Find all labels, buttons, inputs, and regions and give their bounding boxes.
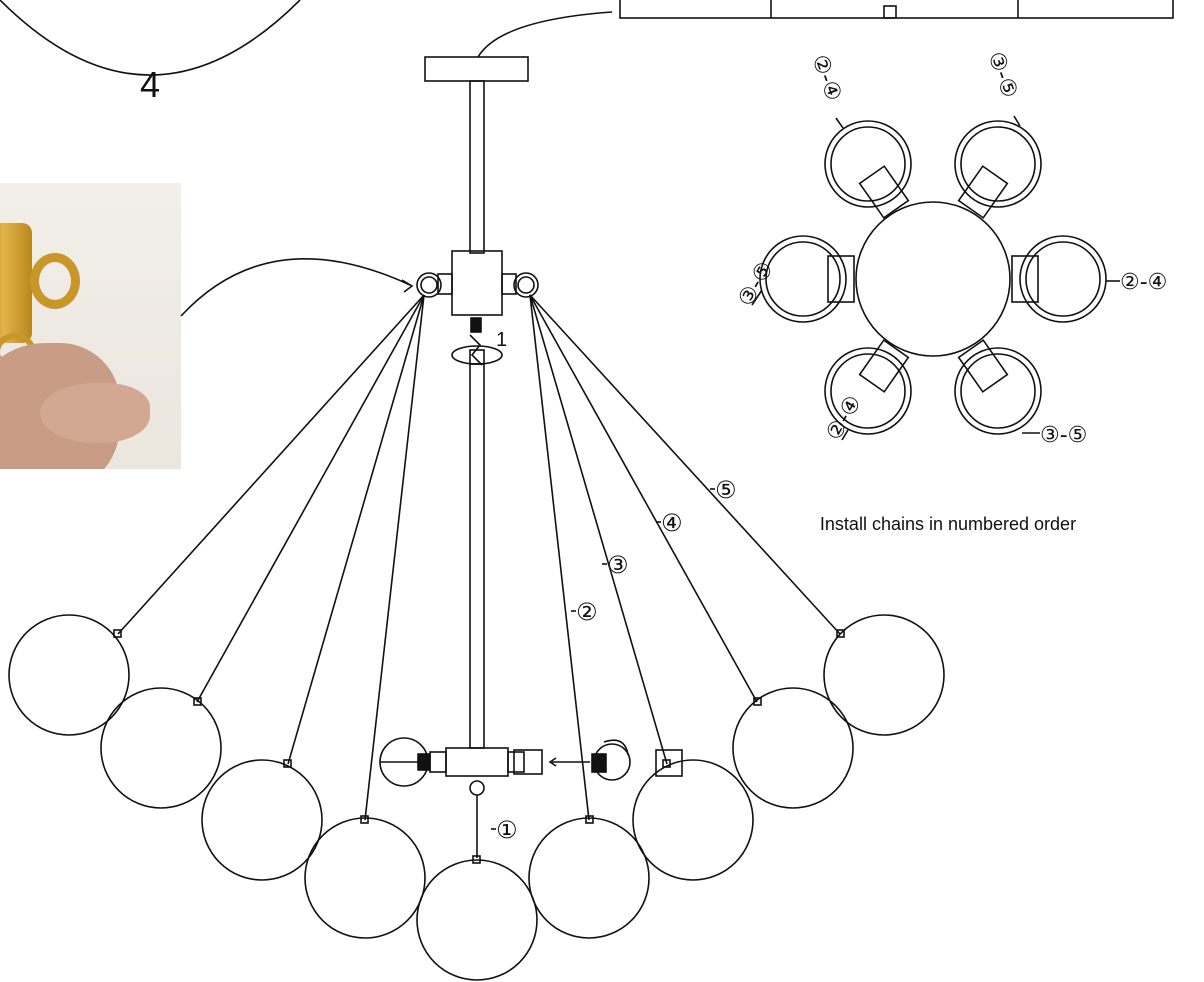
previous-step-circle xyxy=(0,0,301,76)
globe-right-4 xyxy=(732,687,854,809)
chain-label-2: ② xyxy=(576,598,598,626)
bottom-hub xyxy=(445,747,509,777)
top-view-label-bottom-right: ③-⑤ xyxy=(1040,423,1087,448)
globe-center xyxy=(416,859,538,981)
canopy xyxy=(424,56,529,82)
chain-5-left xyxy=(117,294,425,635)
globe-right-5 xyxy=(823,614,945,736)
globe-left-4 xyxy=(100,687,222,809)
down-rod-upper xyxy=(469,80,485,254)
swivel-label: 1 xyxy=(496,329,507,351)
globe-left-2 xyxy=(304,817,426,939)
socket-right xyxy=(513,749,543,775)
globe-left-5 xyxy=(8,614,130,736)
chain-4-right xyxy=(529,294,758,703)
top-view-arm-top-left xyxy=(824,117,912,219)
caption: Install chains in numbered order xyxy=(820,514,1076,534)
brass-ring xyxy=(30,253,80,309)
chain-2-right xyxy=(529,294,590,821)
chain-5-right xyxy=(529,294,841,635)
top-view-label-right: ②-④ xyxy=(1120,270,1167,295)
globe-right-2 xyxy=(528,817,650,939)
top-view-arm-left xyxy=(751,235,855,323)
down-rod-lower xyxy=(469,363,485,749)
chain-label-5: ⑤ xyxy=(715,476,737,504)
top-view-label-top-left: ②-④ xyxy=(806,52,846,105)
chain-2-left xyxy=(364,294,425,821)
chain-label-3: ③ xyxy=(607,551,629,579)
brass-fitting xyxy=(0,223,32,343)
chain-4-left xyxy=(196,294,425,703)
top-view-label-top-right: ③-⑤ xyxy=(982,49,1022,102)
socket-square xyxy=(655,749,683,777)
top-view-arm-right xyxy=(1011,235,1120,323)
hook-left xyxy=(416,272,442,298)
globe-left-3 xyxy=(201,759,323,881)
callout-arc-left xyxy=(180,257,411,317)
top-view-arm-top-right xyxy=(954,115,1042,219)
top-view-arm-bottom-right xyxy=(954,339,1042,435)
top-view-hub xyxy=(855,201,1011,357)
chain-3-left xyxy=(287,294,425,765)
thumb-photo xyxy=(40,383,150,443)
callout-arc-top xyxy=(477,11,613,58)
center-hub xyxy=(451,250,503,316)
hook-right xyxy=(513,272,539,298)
chain-label-1: ① xyxy=(496,816,518,844)
top-view-label-left: ③-⑤ xyxy=(734,257,779,311)
globe-right-3 xyxy=(632,759,754,881)
top-view-label-bottom-left: ②-④ xyxy=(822,391,867,445)
top-view-arm-bottom-left xyxy=(824,339,912,441)
chain-label-4: ④ xyxy=(661,509,683,537)
chain-3-right xyxy=(529,294,668,765)
step-number: 4 xyxy=(140,64,160,105)
inset-photo xyxy=(0,183,181,469)
